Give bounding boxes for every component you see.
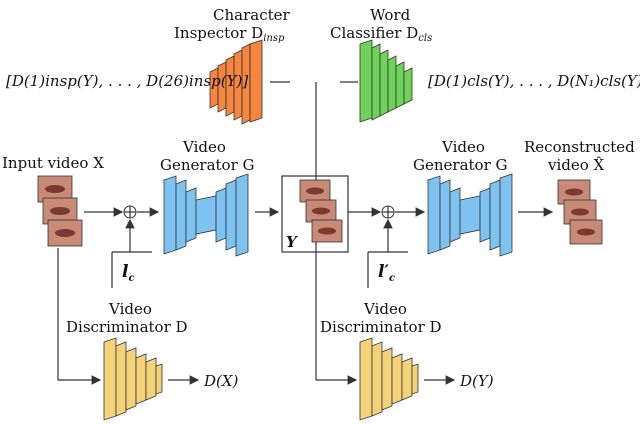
output-dx: D(X) [203,372,239,390]
output-dy: D(Y) [459,372,494,390]
reconstructed-title-1: Reconstructed [524,138,635,156]
lc-box [112,252,152,288]
disc-right-title-2: Discriminator D [320,318,442,336]
cls-outputs: [D(1)cls(Y), . . . , D(N₁)cls(Y)] [428,72,640,90]
video-generator-right [427,173,513,257]
char-inspector-title-1: Character [213,6,290,24]
lips-icon [306,187,324,195]
lc-label: lc [122,262,135,284]
char-inspector-network [209,39,263,125]
y-frames [299,179,343,243]
lips-icon [45,185,65,193]
lips-icon [50,207,70,215]
reconstructed-frames [557,179,603,245]
lc-prime-label: l′c [378,262,395,284]
char-inspector-title-2: Inspector Dinsp [174,24,285,44]
video-discriminator-left [103,337,163,421]
video-gen-left-title-2: Generator G [160,156,255,174]
lips-icon [312,207,330,215]
lips-icon [55,229,75,237]
word-classifier-title-1: Word [370,6,411,24]
video-generator-left [163,173,249,257]
y-label: Y [286,233,298,251]
lips-icon [565,188,583,196]
video-gen-right-title-2: Generator G [413,156,508,174]
disc-right-title-1: Video [363,300,407,318]
input-video-label: Input video X [2,154,104,172]
disc-left-title-1: Video [108,300,152,318]
reconstructed-title-2: video X̂ [547,156,605,174]
y-output-box [281,175,349,253]
disc-left-title-2: Discriminator D [66,318,188,336]
word-classifier-title-2: Classifier Dcls [330,24,432,44]
lips-icon [318,227,336,235]
insp-outputs: [D(1)insp(Y), . . . , D(26)insp(Y)] [6,72,248,90]
video-gen-left-title-1: Video [182,138,226,156]
lips-icon [577,228,595,236]
video-discriminator-right [359,337,419,421]
word-classifier-network [359,39,413,123]
lips-icon [571,208,589,216]
input-video-frames [37,175,83,247]
video-gen-right-title-1: Video [441,138,485,156]
